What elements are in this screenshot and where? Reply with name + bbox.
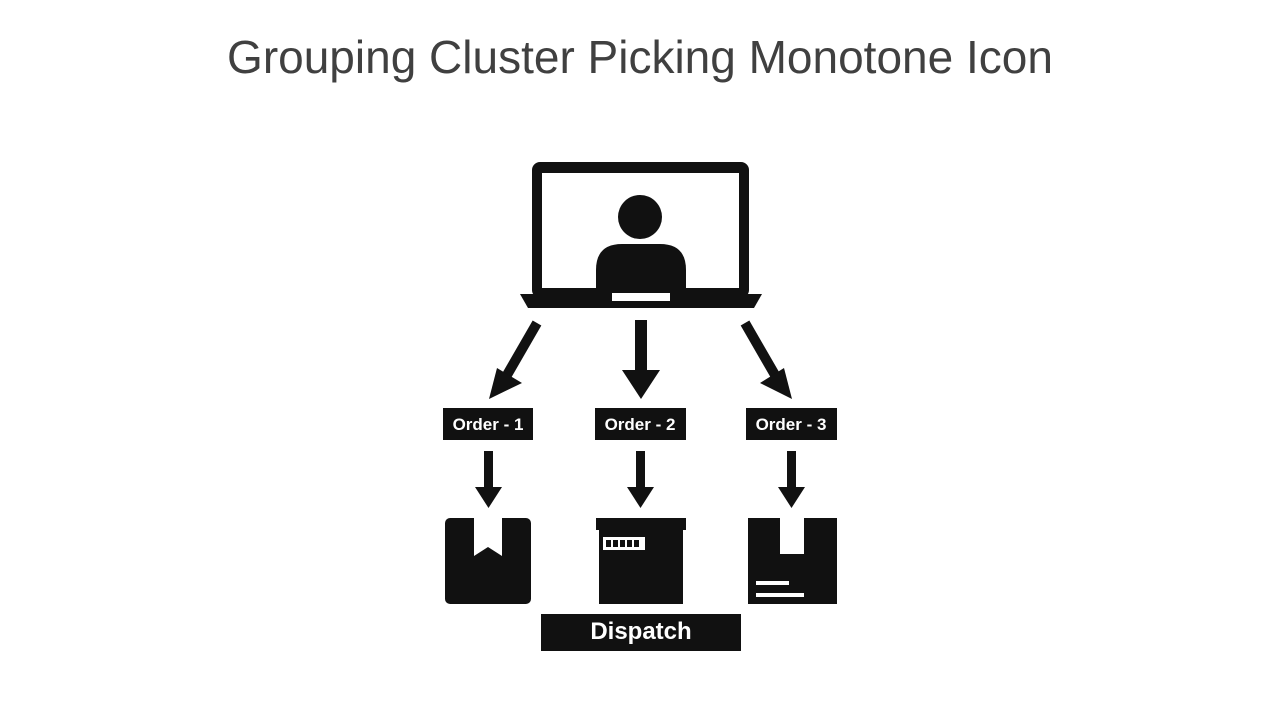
- page-title: Grouping Cluster Picking Monotone Icon: [227, 31, 1053, 83]
- user-body-icon: [596, 244, 686, 288]
- arrow-icon-top-right: [740, 320, 792, 399]
- box-icon: [596, 518, 686, 604]
- order-label-2: Order - 2: [595, 408, 686, 440]
- package-icon-3: [748, 518, 837, 604]
- arrow-icon-bottom-center: [627, 451, 654, 508]
- order-label-1-text: Order - 1: [453, 415, 524, 434]
- dispatch-label-text: Dispatch: [590, 618, 691, 645]
- user-head-icon: [618, 195, 662, 239]
- laptop-trackpad-icon: [612, 293, 670, 301]
- arrow-icon-top-center: [622, 320, 660, 399]
- package-icon-1: [445, 518, 531, 604]
- order-label-3-text: Order - 3: [756, 415, 827, 434]
- order-label-3: Order - 3: [746, 408, 837, 440]
- arrow-icon-top-left: [489, 320, 542, 399]
- arrow-icon-bottom-left: [475, 451, 502, 508]
- arrow-icon-bottom-right: [778, 451, 805, 508]
- laptop-user-icon: [520, 162, 762, 308]
- dispatch-label: Dispatch: [541, 614, 741, 651]
- order-label-1: Order - 1: [443, 408, 533, 440]
- order-label-2-text: Order - 2: [605, 415, 676, 434]
